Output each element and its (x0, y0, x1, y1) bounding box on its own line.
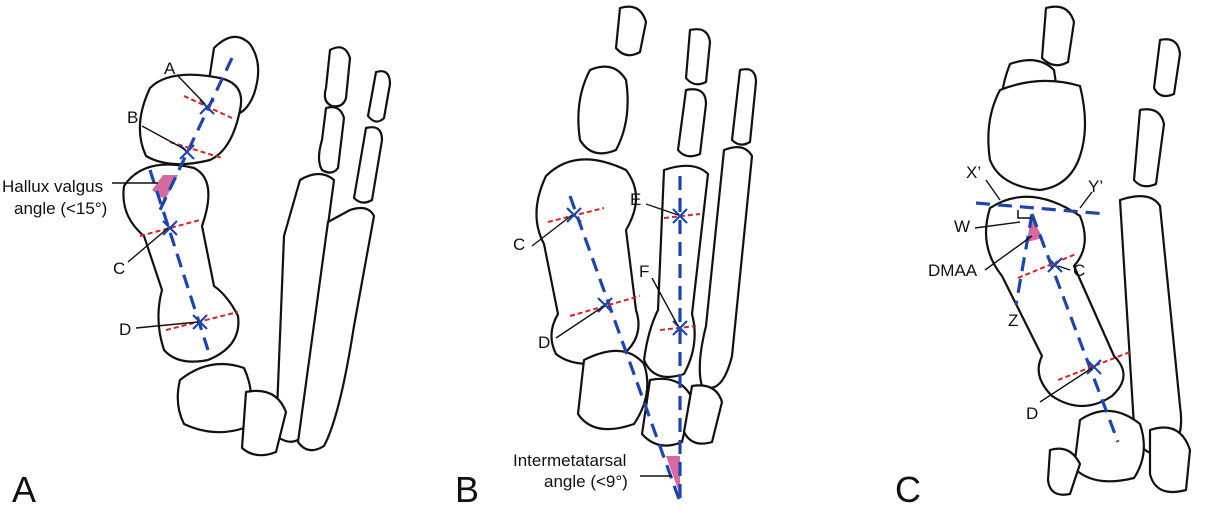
label-c-point-b: C (513, 235, 525, 254)
label-y-prime: Y’ (1088, 177, 1103, 196)
label-c-point: C (113, 259, 125, 278)
perpendicular-line-z (1014, 213, 1034, 306)
label-d-point-c: D (1026, 404, 1038, 423)
label-f-point: F (639, 262, 649, 281)
first-metatarsal-c (984, 195, 1125, 407)
phalanx-axis-a (158, 57, 234, 211)
lesser-toes-a (274, 46, 392, 452)
label-d-point: D (119, 320, 131, 339)
panel-letter-b: B (455, 469, 479, 510)
metatarsal-axis-c (1030, 213, 1120, 443)
label-z: Z (1008, 311, 1018, 330)
first-metatarsal-axis-b (568, 195, 682, 503)
proximal-phalanx-a (138, 73, 243, 166)
label-e-point: E (630, 190, 641, 209)
label-dmaa: DMAA (928, 261, 978, 280)
label-x-prime: X’ (966, 163, 981, 182)
panel-letter-c: C (895, 469, 921, 510)
proximal-phalanx-c (987, 79, 1087, 192)
label-c-point-c: C (1073, 261, 1085, 280)
panel-letter-a: A (12, 469, 36, 510)
label-d-point-b: D (538, 333, 550, 352)
panel-b: C D E F Intermetatarsal angle (<9°) B (455, 5, 758, 510)
panel-c: X’ Y’ W DMAA C Z D C (895, 5, 1192, 510)
cuneiform-2-a (240, 389, 288, 457)
cuneiform-a (176, 362, 253, 434)
label-a-point: A (164, 59, 176, 78)
hallux-valgus-label-1: Hallux valgus (2, 177, 103, 196)
first-metatarsal-b (535, 158, 640, 365)
intermetatarsal-label-2: angle (<9°) (544, 472, 628, 491)
label-b-point: B (127, 108, 138, 127)
intermetatarsal-label-1: Intermetatarsal (513, 451, 626, 470)
label-w: W (954, 217, 970, 236)
panel-a: A B Hallux valgus angle (<15°) C D A (2, 35, 392, 510)
intermetatarsal-angle-wedge (666, 456, 680, 495)
hallux-valgus-label-2: angle (<15°) (14, 199, 107, 218)
